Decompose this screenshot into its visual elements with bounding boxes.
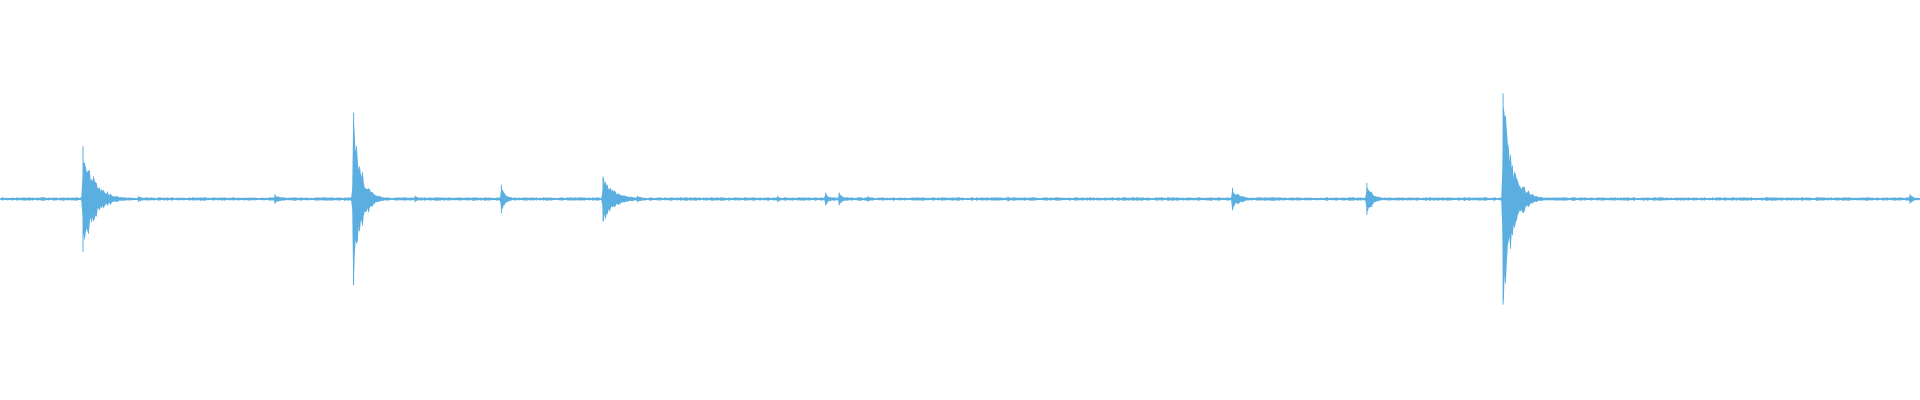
waveform-envelope (0, 107, 1920, 302)
